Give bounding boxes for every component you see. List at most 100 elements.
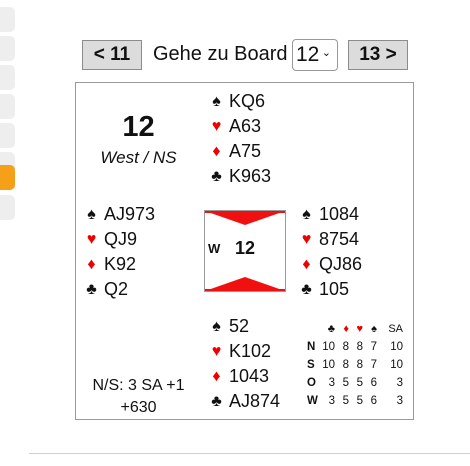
hand-row: ♦ 1043 (204, 364, 280, 389)
hand-row: ♦ K92 (79, 252, 155, 277)
contract-result: N/S: 3 SA +1 +630 (76, 375, 201, 419)
tricks-value: 5 (342, 395, 349, 407)
hand-south: ♠ 52 ♥ K102 ♦ 1043 ♣ AJ874 (204, 314, 280, 414)
side-tab[interactable] (0, 94, 15, 119)
card-holding: 1084 (319, 204, 360, 224)
spade-icon: ♠ (87, 205, 96, 223)
next-board-button[interactable]: 13 > (348, 40, 408, 70)
hand-row: ♠ 52 (204, 314, 280, 339)
card-holding: K102 (229, 341, 272, 361)
tricks-header: SA (388, 323, 403, 335)
hand-row: ♥ K102 (204, 339, 280, 364)
hand-row: ♠ 1084 (294, 202, 362, 227)
hand-west: ♠ AJ973 ♥ QJ9 ♦ K92 ♣ Q2 (79, 202, 155, 302)
card-holding: A63 (229, 116, 262, 136)
hand-row: ♣ K963 (204, 164, 271, 189)
side-tab[interactable] (0, 65, 15, 90)
board-dealer-vulnerability: West / NS (100, 148, 177, 167)
board-select-value: 12 (296, 43, 320, 66)
card-holding: 8754 (319, 229, 360, 249)
contract-text: N/S: 3 SA +1 (92, 377, 185, 394)
tricks-value: 3 (396, 377, 403, 389)
tricks-value: 5 (356, 395, 363, 407)
board-diagram: 12 West / NS ♠KQ6♥A63♦A75♣K963 ♠AJ973♥QJ… (75, 82, 414, 420)
tricks-value: 6 (370, 395, 377, 407)
club-icon: ♣ (86, 280, 97, 298)
diamond-icon: ♦ (212, 142, 221, 160)
card-holding: Q2 (104, 279, 129, 299)
table-indicator: W 12 (204, 210, 286, 292)
board-navigation: < 11 Gehe zu Board 12 ⌄ 13 > (0, 39, 470, 71)
hand-row: ♣ AJ874 (204, 389, 280, 414)
tricks-value: 8 (356, 359, 363, 371)
heart-icon: ♥ (86, 230, 97, 248)
prev-board-button[interactable]: < 11 (82, 40, 142, 70)
vulnerable-triangle-south (205, 277, 285, 291)
club-icon: ♣ (211, 167, 222, 185)
hand-row: ♠ AJ973 (79, 202, 155, 227)
chevron-down-icon: ⌄ (321, 47, 331, 59)
side-tab[interactable] (0, 36, 15, 61)
tricks-value: 6 (370, 377, 377, 389)
hand-row: ♦ A75 (204, 139, 271, 164)
tricks-header: ♦ (343, 323, 349, 335)
hand-row: ♣ 105 (294, 277, 362, 302)
tricks-value: 10 (390, 341, 403, 353)
score-text: +630 (120, 399, 157, 416)
card-holding: 52 (229, 316, 250, 336)
hand-row: ♣ Q2 (79, 277, 155, 302)
goto-board-label: Gehe zu Board (153, 43, 288, 65)
side-tab[interactable] (0, 195, 15, 220)
tricks-header: ♣ (327, 323, 335, 335)
club-icon: ♣ (211, 392, 222, 410)
heart-icon: ♥ (211, 342, 222, 360)
side-tab[interactable] (0, 123, 15, 148)
card-holding: QJ86 (319, 254, 363, 274)
tricks-value: 7 (370, 359, 377, 371)
card-holding: A75 (229, 141, 262, 161)
hand-row: ♦ QJ86 (294, 252, 362, 277)
tricks-seat: O (307, 377, 316, 389)
dealer-marker: W (208, 241, 221, 256)
spade-icon: ♠ (212, 92, 221, 110)
hand-row: ♥ QJ9 (79, 227, 155, 252)
card-holding: K92 (104, 254, 137, 274)
tricks-header: ♥ (356, 323, 363, 335)
card-holding: 105 (319, 279, 350, 299)
side-tab[interactable] (0, 7, 15, 32)
divider (29, 453, 470, 454)
tricks-value: 8 (342, 359, 349, 371)
side-tab-active[interactable] (0, 165, 15, 190)
tricks-header: ♠ (371, 323, 377, 335)
vulnerable-bar-south (205, 289, 285, 291)
diamond-icon: ♦ (212, 367, 221, 385)
heart-icon: ♥ (301, 230, 312, 248)
card-holding: 1043 (229, 366, 270, 386)
card-holding: AJ874 (229, 391, 281, 411)
hand-east: ♠ 1084 ♥ 8754 ♦ QJ86 ♣ 105 (294, 202, 362, 302)
spade-icon: ♠ (302, 205, 311, 223)
club-icon: ♣ (301, 280, 312, 298)
table-board-number: 12 (234, 238, 256, 258)
card-holding: K963 (229, 166, 272, 186)
card-holding: AJ973 (104, 204, 156, 224)
diamond-icon: ♦ (87, 255, 96, 273)
hand-row: ♥ A63 (204, 114, 271, 139)
tricks-value: 10 (390, 359, 403, 371)
heart-icon: ♥ (211, 117, 222, 135)
spade-icon: ♠ (212, 317, 221, 335)
vulnerable-triangle-north (205, 211, 285, 225)
tricks-value: 3 (328, 377, 335, 389)
tricks-value: 8 (356, 341, 363, 353)
tricks-value: 3 (396, 395, 403, 407)
card-holding: QJ9 (104, 229, 138, 249)
board-select[interactable]: 12 ⌄ (292, 39, 338, 71)
tricks-seat: S (307, 359, 315, 371)
hand-row: ♥ 8754 (294, 227, 362, 252)
tricks-value: 10 (322, 341, 335, 353)
diamond-icon: ♦ (302, 255, 311, 273)
